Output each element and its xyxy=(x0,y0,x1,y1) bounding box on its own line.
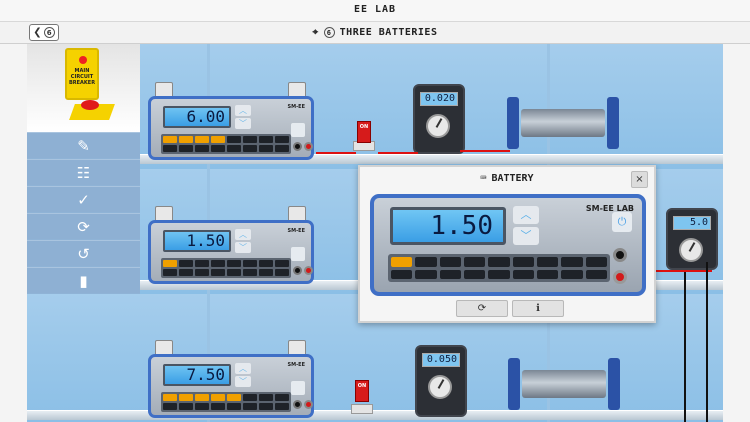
multimeter-display: 5.0 xyxy=(673,216,711,230)
power-icon[interactable] xyxy=(291,123,305,137)
wire-red xyxy=(316,152,356,154)
shelf xyxy=(27,154,723,164)
multimeter-dial[interactable] xyxy=(426,114,450,138)
power-icon[interactable]: ⏻ xyxy=(612,212,632,232)
wire-black xyxy=(706,262,708,422)
lab-header: ❮ 6 ⌖ 6 THREE BATTERIES xyxy=(0,22,750,44)
title-bar: EE LAB xyxy=(0,0,750,22)
swap-icon: ⟳ xyxy=(477,303,487,314)
power-supply-1[interactable]: 6.00 ︿ ﹀ SM-EE xyxy=(148,96,314,160)
dialog-title-text: BATTERY xyxy=(491,173,534,184)
power-supply-brand: SM-EE xyxy=(287,362,305,368)
app-title: EE LAB xyxy=(353,4,397,15)
lab-title: ⌖ 6 THREE BATTERIES xyxy=(0,27,750,38)
power-icon[interactable] xyxy=(291,247,305,261)
arrow-up-icon[interactable]: ︿ xyxy=(235,229,251,240)
black-terminal xyxy=(293,266,302,275)
power-supply-2[interactable]: 1.50 ︿ ﹀ SM-EE xyxy=(148,220,314,284)
power-supply-display: 1.50 xyxy=(163,230,231,252)
power-supply-display: 7.50 xyxy=(163,364,231,386)
shelf xyxy=(27,410,723,420)
book-icon: ▮ xyxy=(79,271,88,290)
resistor-3[interactable] xyxy=(508,358,620,410)
tool-swap-button[interactable]: ⟳ xyxy=(27,213,140,239)
multimeter-dial[interactable] xyxy=(679,238,703,262)
arrow-down-icon[interactable]: ﹀ xyxy=(235,376,251,387)
breaker-label: MAIN CIRCUIT BREAKER xyxy=(68,68,96,86)
power-supply-display: 6.00 xyxy=(163,106,231,128)
black-terminal xyxy=(293,400,302,409)
lab-number: 6 xyxy=(323,27,335,38)
multimeter-dial[interactable] xyxy=(428,375,452,399)
voltage-arrows[interactable]: ︿ ﹀ xyxy=(513,206,539,246)
arrow-up-icon[interactable]: ︿ xyxy=(235,105,251,116)
wire-red xyxy=(460,150,510,152)
arrow-down-icon[interactable]: ﹀ xyxy=(513,227,539,245)
black-terminal xyxy=(613,248,627,262)
main-circuit-breaker[interactable]: MAIN CIRCUIT BREAKER xyxy=(27,44,140,132)
clipboard-check-icon: ✓ xyxy=(77,190,90,209)
battery-dialog: ⌨ BATTERY × 1.50 ︿ ﹀ SM-EE LAB ⏻ ⟳ ℹ xyxy=(358,165,656,323)
reset-icon: ↺ xyxy=(77,244,90,263)
switch-base xyxy=(351,404,373,414)
black-terminal xyxy=(293,142,302,151)
power-icon[interactable] xyxy=(291,381,305,395)
power-supply-brand: SM-EE xyxy=(287,228,305,234)
tool-book-button[interactable]: ▮ xyxy=(27,267,140,293)
back-button[interactable]: ❮ 6 xyxy=(29,24,59,41)
keypad[interactable] xyxy=(161,134,291,154)
keypad[interactable] xyxy=(161,392,291,412)
info-icon: ℹ xyxy=(536,303,540,314)
breaker-button[interactable] xyxy=(81,100,99,110)
info-button[interactable]: ℹ xyxy=(512,300,564,317)
battery-control: 1.50 ︿ ﹀ SM-EE LAB ⏻ xyxy=(370,194,646,296)
back-lab-number: 6 xyxy=(43,27,55,38)
arrow-down-icon[interactable]: ﹀ xyxy=(235,118,251,129)
battery-icon: ⌨ xyxy=(480,173,487,184)
swap-button[interactable]: ⟳ xyxy=(456,300,508,317)
tool-chart-button[interactable]: ☷ xyxy=(27,159,140,185)
resistor-1[interactable] xyxy=(507,97,619,149)
lab-title-text: THREE BATTERIES xyxy=(339,27,438,38)
voltage-arrows[interactable]: ︿ ﹀ xyxy=(235,229,251,253)
multimeter-2[interactable]: 5.0 xyxy=(666,208,718,270)
multimeter-3[interactable]: 0.050 xyxy=(415,345,467,417)
battery-display: 1.50 xyxy=(390,207,506,245)
multimeter-display: 0.020 xyxy=(420,92,458,106)
multimeter-1[interactable]: 0.020 xyxy=(413,84,465,154)
voltage-arrows[interactable]: ︿ ﹀ xyxy=(235,363,251,387)
arrow-up-icon[interactable]: ︿ xyxy=(513,206,539,224)
power-supply-brand: SM-EE xyxy=(287,104,305,110)
keypad[interactable] xyxy=(388,254,610,282)
voltage-arrows[interactable]: ︿ ﹀ xyxy=(235,105,251,129)
keypad[interactable] xyxy=(161,258,291,278)
red-terminal xyxy=(613,270,627,284)
power-supply-3[interactable]: 7.50 ︿ ﹀ SM-EE xyxy=(148,354,314,418)
arrow-up-icon[interactable]: ︿ xyxy=(235,363,251,374)
red-terminal xyxy=(304,142,313,151)
switch-1[interactable]: ON xyxy=(357,121,371,143)
battery-brand: SM-EE LAB xyxy=(585,204,634,213)
dialog-title: ⌨ BATTERY xyxy=(360,173,654,184)
multimeter-display: 0.050 xyxy=(422,353,460,367)
tool-edit-button[interactable]: ✎ xyxy=(27,132,140,158)
chevron-left-icon: ❮ xyxy=(33,27,42,38)
red-terminal xyxy=(304,266,313,275)
wire-red xyxy=(378,152,418,154)
circuit-icon: ⌖ xyxy=(312,27,319,38)
chart-icon: ☷ xyxy=(76,163,91,182)
breaker-sign: MAIN CIRCUIT BREAKER xyxy=(65,48,99,100)
tool-reset-button[interactable]: ↺ xyxy=(27,240,140,266)
wire-red xyxy=(656,270,712,272)
close-button[interactable]: × xyxy=(631,171,648,188)
edit-note-icon: ✎ xyxy=(77,136,90,155)
arrow-down-icon[interactable]: ﹀ xyxy=(235,242,251,253)
tool-checklist-button[interactable]: ✓ xyxy=(27,186,140,212)
breaker-indicator xyxy=(79,56,87,64)
tool-panel: MAIN CIRCUIT BREAKER ✎ ☷ ✓ ⟳ ↺ ▮ xyxy=(27,44,140,294)
swap-icon: ⟳ xyxy=(77,217,90,236)
switch-3[interactable]: ON xyxy=(355,380,369,402)
red-terminal xyxy=(304,400,313,409)
wire-black xyxy=(684,272,686,422)
